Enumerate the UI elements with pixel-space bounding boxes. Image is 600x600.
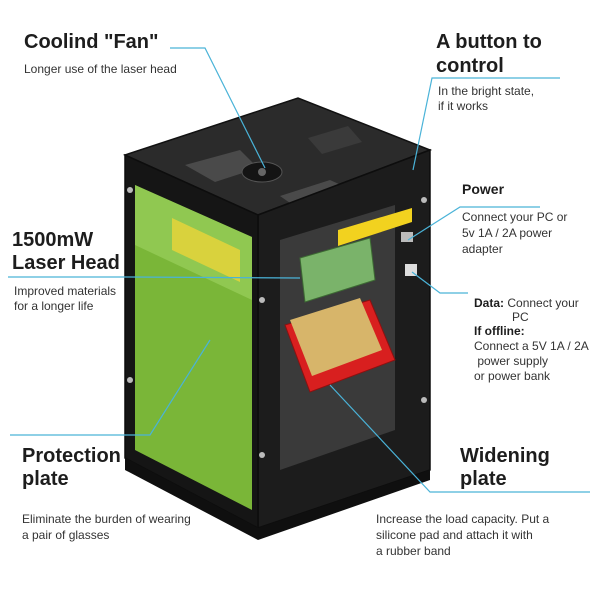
laser-module	[299, 237, 376, 303]
data-connect-text: Connect your	[507, 296, 579, 310]
plate-sticker	[172, 218, 240, 282]
engraved-sample	[290, 298, 382, 376]
power-description-line3: adapter	[462, 242, 503, 256]
fan-hub	[258, 168, 266, 176]
data-label: Data:	[474, 296, 505, 310]
button-description-line2: if it works	[438, 99, 489, 113]
leader-lines	[8, 47, 590, 493]
laser-title-line1: 1500mW	[12, 229, 94, 251]
widening-title-line2: plate	[460, 468, 507, 490]
widening-title-line1: Widening	[460, 445, 550, 467]
protection-leader-line	[10, 339, 211, 436]
widening-description-line3: a rubber band	[376, 544, 451, 558]
warning-sticker	[338, 208, 412, 246]
laser-title-line2: Laser Head	[12, 252, 120, 274]
button-title-line2: control	[436, 55, 504, 77]
power-leader-line	[407, 206, 540, 241]
offline-label: If offline:	[474, 324, 525, 338]
data-description-line1: Data: Connect your	[474, 296, 579, 310]
data-leader-line	[411, 271, 468, 294]
top-cutout-left	[185, 150, 258, 182]
fan-title: Coolind "Fan"	[24, 31, 159, 53]
offline-description-line3: or power bank	[474, 369, 551, 383]
widening-leader-line	[329, 384, 590, 493]
button-leader-line	[412, 77, 560, 171]
protection-title-line2: plate	[22, 468, 69, 490]
offline-description-line1: Connect a 5V 1A / 2A	[474, 339, 589, 353]
laser-leader-line	[8, 276, 301, 279]
fan-leader-line	[170, 47, 266, 169]
fan-description: Longer use of the laser head	[24, 62, 177, 76]
protection-description-line2: a pair of glasses	[22, 528, 110, 542]
protection-title-line1: Protection	[22, 445, 121, 467]
button-description-line1: In the bright state,	[438, 84, 535, 98]
power-description-line1: Connect your PC or	[462, 210, 568, 224]
widening-description-line2: silicone pad and attach it with	[376, 528, 533, 542]
top-vent	[308, 126, 362, 154]
laser-description-line2: for a longer life	[14, 299, 94, 313]
power-description-line2: 5v 1A / 2A power	[462, 226, 553, 240]
engraver-base	[125, 458, 430, 540]
power-title: Power	[462, 181, 505, 197]
laser-description-line1: Improved materials	[14, 284, 117, 298]
data-description-line2: PC	[512, 310, 529, 324]
widening-description-line1: Increase the load capacity. Put a	[376, 512, 550, 526]
power-port	[401, 232, 413, 242]
protection-description-line1: Eliminate the burden of wearing	[22, 512, 191, 526]
offline-description-line2: power supply	[474, 354, 549, 368]
button-title-line1: A button to	[436, 31, 542, 53]
